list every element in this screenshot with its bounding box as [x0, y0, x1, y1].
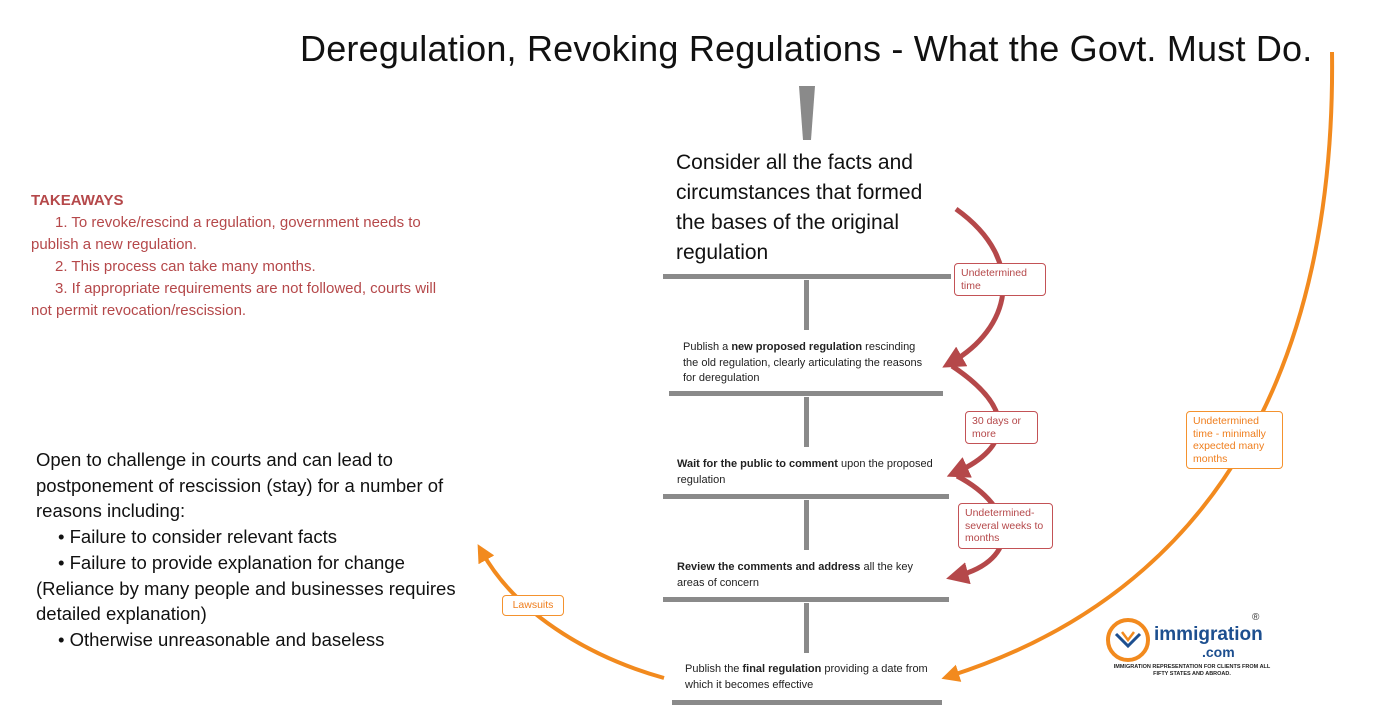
step4-text-post: providing a date from which it becomes e… [685, 663, 928, 691]
step4-text-pre: Publish the [685, 663, 743, 675]
lawsuits-tag: Lawsuits [502, 595, 564, 616]
step-publish-proposed: Publish a new proposed regulation rescin… [683, 340, 933, 387]
court-challenge-block: Open to challenge in courts and can lead… [36, 447, 476, 653]
takeaway-item-2: 2. This process can take many months. [55, 258, 316, 275]
challenge-intro: Open to challenge in courts and can lead… [36, 449, 444, 522]
challenge-bullet-2: • Failure to provide explanation for cha… [58, 551, 405, 573]
logo-registered-mark: ® [1252, 612, 1260, 623]
challenge-bullet-3: • Otherwise unreasonable and baseless [58, 628, 385, 650]
logo-tagline: IMMIGRATION REPRESENTATION FOR CLIENTS F… [1113, 664, 1271, 677]
duration-tag-4: Undetermined time - minimally expected m… [1186, 411, 1283, 469]
step-connector-lines [663, 86, 951, 705]
step-review-comments: Review the comments and address all the … [677, 560, 939, 591]
step3-text-post: all the key areas of concern [677, 561, 913, 589]
takeaway-item-3: 3. If appropriate requirements are not f… [31, 280, 437, 319]
arrow-lawsuits [477, 544, 665, 680]
step1-text-bold: new proposed regulation [731, 341, 863, 353]
page-title: Deregulation, Revoking Regulations - Wha… [300, 28, 1313, 69]
logo-emblem-icon [1106, 618, 1150, 662]
challenge-note: (Reliance by many people and businesses … [36, 577, 456, 625]
step4-text-bold: final regulation [742, 663, 822, 675]
takeaways-heading: TAKEAWAYS [31, 192, 124, 209]
takeaways-block: TAKEAWAYS 1. To revoke/rescind a regulat… [31, 190, 461, 322]
arrow-title-to-final [941, 51, 1335, 682]
step2-text-post: upon the proposed regulation [677, 458, 933, 486]
duration-tag-1: Undetermined time [954, 263, 1046, 296]
step-wait-comment: Wait for the public to comment upon the … [677, 457, 939, 488]
logo-wordmark: immigration [1154, 624, 1263, 645]
step3-text-bold: Review the comments and address [677, 561, 861, 573]
immigration-logo: immigration .com ® IMMIGRATION REPRESENT… [1106, 612, 1270, 680]
duration-tag-2: 30 days or more [965, 411, 1038, 444]
step-consider-facts: Consider all the facts and circumstances… [676, 151, 923, 264]
step-publish-final: Publish the final regulation providing a… [685, 662, 935, 693]
step1-text-post: rescinding the old regulation, clearly a… [683, 341, 923, 384]
logo-domain: .com [1202, 644, 1235, 660]
challenge-bullet-1: • Failure to consider relevant facts [58, 526, 337, 548]
duration-tag-3: Undetermined-several weeks to months [958, 503, 1053, 549]
takeaway-item-1: 1. To revoke/rescind a regulation, gover… [31, 214, 421, 253]
step2-text-bold: Wait for the public to comment [677, 458, 838, 470]
step1-text-pre: Publish a [683, 341, 732, 353]
